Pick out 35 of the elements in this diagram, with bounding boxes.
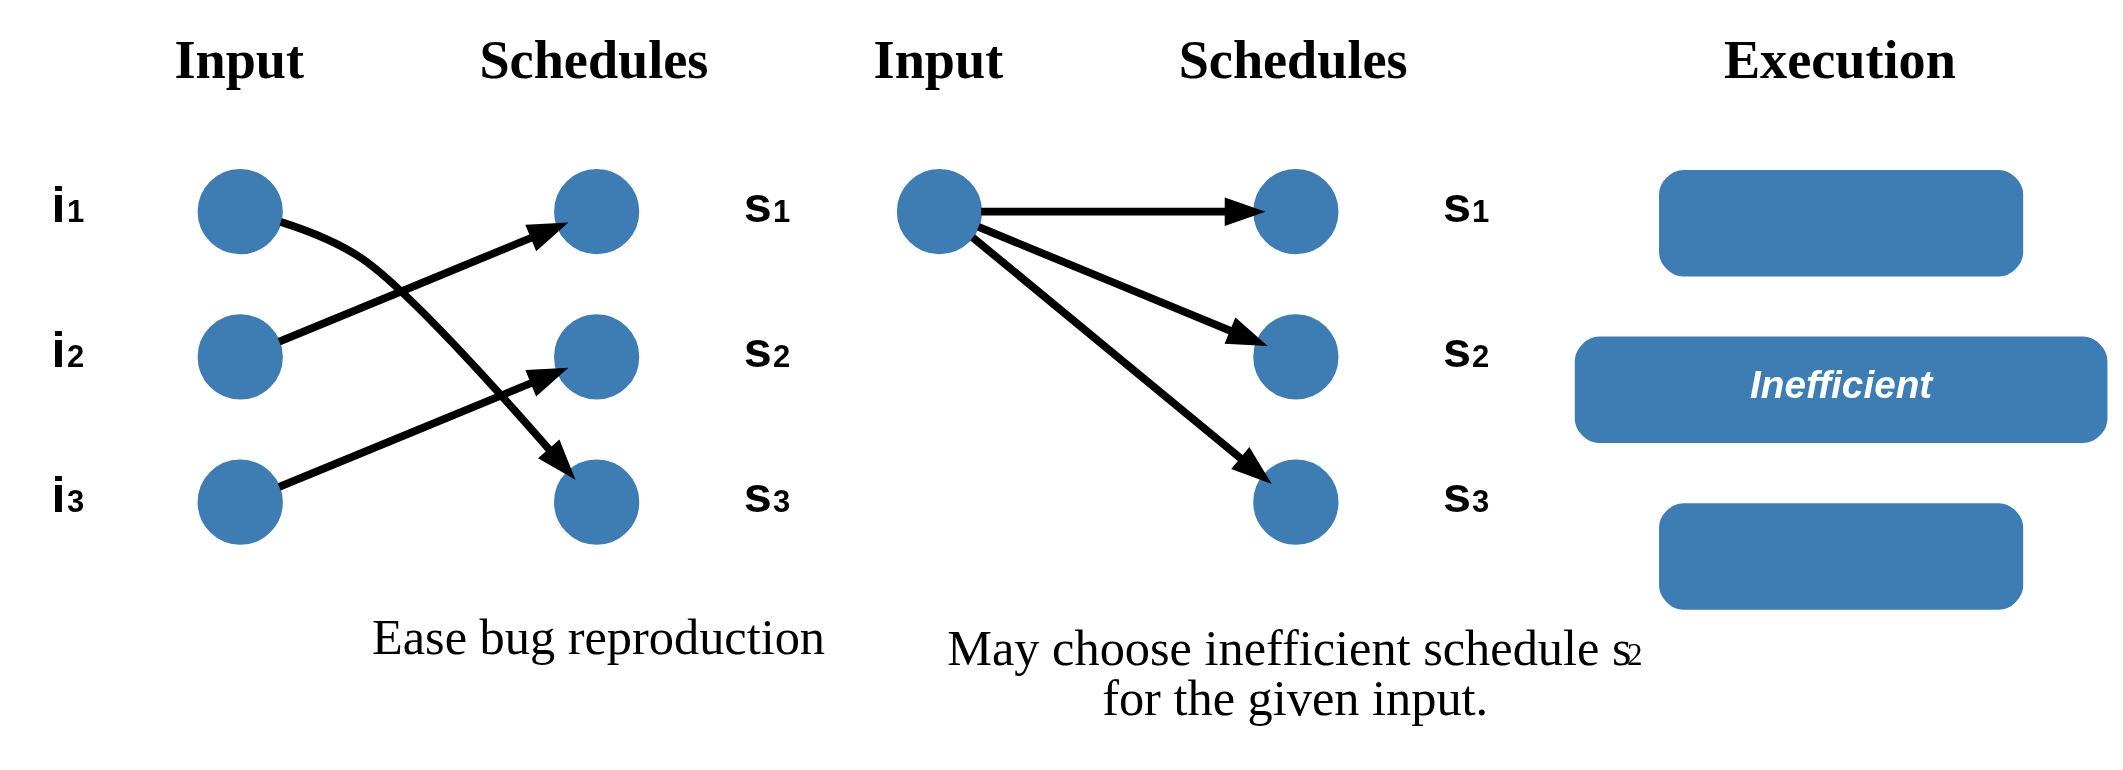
node-circle xyxy=(1253,313,1339,400)
node-circle xyxy=(896,168,983,254)
node-label: s2 xyxy=(743,320,791,378)
node-bar xyxy=(1659,169,2024,277)
node-label: i3 xyxy=(51,465,85,523)
node-circle xyxy=(1253,168,1339,254)
label: Input xyxy=(873,29,1004,90)
label: Input xyxy=(174,29,305,90)
arrow xyxy=(277,367,569,491)
label: May choose inefficient schedule s2 for the given input. xyxy=(947,619,1643,726)
node-label: s1 xyxy=(1443,175,1490,233)
node-label: s3 xyxy=(743,465,791,523)
arrow xyxy=(977,222,1268,346)
label: Schedules xyxy=(479,29,709,90)
node-label: s2 xyxy=(1443,320,1490,378)
node-label: i1 xyxy=(51,175,85,233)
node-circle xyxy=(197,459,283,545)
node-bar xyxy=(1659,502,2024,610)
node-circle xyxy=(197,168,283,254)
arrow xyxy=(279,217,576,480)
node-circle xyxy=(197,313,283,400)
node-box: Inefficient xyxy=(1574,336,2108,443)
node-label: s3 xyxy=(1443,465,1490,523)
arrow xyxy=(277,221,569,345)
node-label: s1 xyxy=(743,175,791,233)
label: Schedules xyxy=(1178,29,1408,90)
node-label: i2 xyxy=(51,320,85,378)
label: Execution xyxy=(1723,29,1956,90)
label: Ease bug reproduction xyxy=(371,608,826,665)
node-circle xyxy=(554,168,640,254)
arrow xyxy=(970,233,1272,484)
arrow xyxy=(981,196,1266,226)
node-circle xyxy=(554,313,640,400)
node-circle xyxy=(1253,459,1339,545)
node-circle xyxy=(554,459,640,545)
